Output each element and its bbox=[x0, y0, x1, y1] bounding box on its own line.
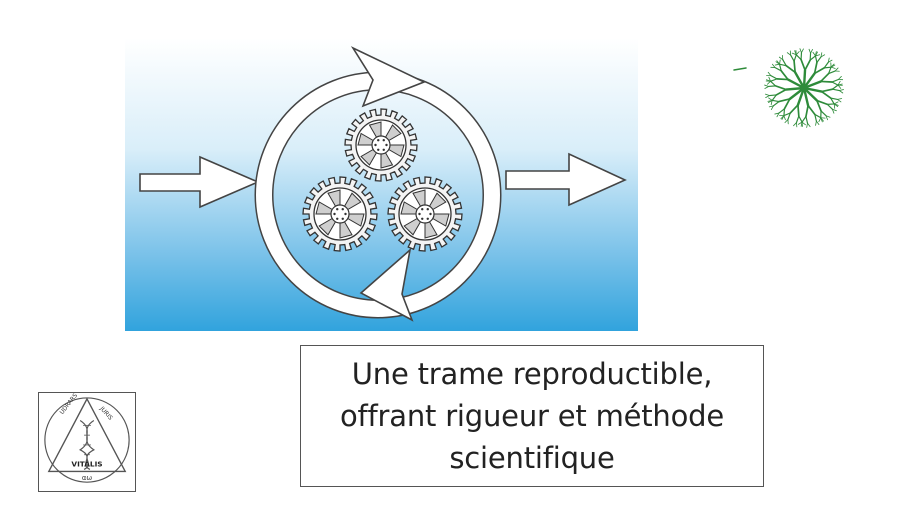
process-diagram bbox=[139, 46, 627, 322]
output-arrow-icon bbox=[505, 152, 627, 207]
tree-logo-icon bbox=[730, 34, 860, 146]
gear-icon bbox=[344, 108, 418, 182]
gear-icon bbox=[387, 176, 463, 252]
seal-logo-icon: UDRARS JURIS VITALIS αω bbox=[38, 392, 136, 492]
caption-text: Une trame reproductible, offrant rigueur… bbox=[339, 357, 725, 475]
caption-box: Une trame reproductible, offrant rigueur… bbox=[300, 345, 764, 487]
seal-label: VITALIS bbox=[71, 459, 102, 468]
input-arrow-icon bbox=[139, 155, 261, 209]
cycle-arrow-icon bbox=[254, 46, 502, 322]
gear-icon bbox=[302, 176, 378, 252]
seal-bottom-mark: αω bbox=[82, 474, 93, 482]
seal-arc-left: UDRARS bbox=[59, 393, 79, 416]
seal-arc-right: JURIS bbox=[98, 405, 114, 422]
